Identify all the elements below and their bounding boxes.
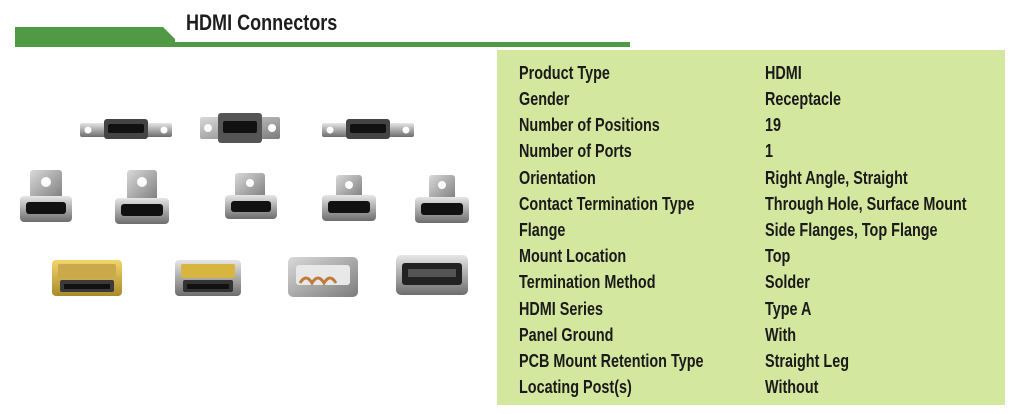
spec-value: Straight Leg — [765, 351, 850, 371]
connector-ra-1 — [20, 170, 72, 222]
spec-value: With — [765, 325, 797, 345]
connector-ra-2 — [115, 170, 169, 224]
spec-label: Mount Location — [519, 246, 627, 266]
connector-row-3 — [52, 255, 468, 297]
spec-label: Termination Method — [519, 272, 656, 292]
connector-ra-3 — [225, 173, 277, 219]
connector-smt-2 — [175, 260, 241, 296]
spec-value: Through Hole, Surface Mount — [765, 194, 967, 214]
spec-label: Number of Positions — [519, 115, 660, 135]
connector-row-2 — [20, 170, 469, 224]
spec-label: Panel Ground — [519, 325, 614, 345]
spec-value: HDMI — [765, 63, 802, 83]
connector-illustration — [20, 113, 469, 297]
spec-value: Top — [765, 246, 791, 266]
connector-flange-2 — [200, 113, 280, 143]
spec-value: Solder — [765, 272, 810, 292]
header-rule — [175, 42, 630, 47]
connector-ra-5 — [415, 175, 469, 223]
connector-smt-3 — [288, 257, 358, 297]
spec-label: HDMI Series — [519, 299, 604, 319]
spec-label: Number of Ports — [519, 141, 632, 161]
spec-label: Product Type — [519, 63, 610, 83]
spec-label: Flange — [519, 220, 566, 240]
spec-panel: Product Type HDMI Gender Receptacle Numb… — [497, 50, 1005, 405]
header-tab-bar — [15, 27, 175, 47]
spec-value: Receptacle — [765, 89, 842, 109]
connector-flange-1 — [80, 119, 172, 139]
spec-value: Side Flanges, Top Flange — [765, 220, 938, 240]
spec-value: 19 — [765, 115, 782, 135]
product-photo — [10, 95, 480, 325]
connector-flange-3 — [322, 119, 414, 139]
page-title: HDMI Connectors — [186, 10, 338, 35]
spec-label: Contact Termination Type — [519, 194, 695, 214]
spec-label: Locating Post(s) — [519, 377, 632, 397]
spec-label: Orientation — [519, 168, 596, 188]
connector-smt-1 — [52, 260, 122, 296]
connector-ra-4 — [322, 175, 376, 221]
spec-label: Gender — [519, 89, 570, 109]
connector-smt-4 — [396, 255, 468, 295]
spec-value: Right Angle, Straight — [765, 168, 908, 188]
connector-row-1 — [80, 113, 414, 143]
spec-value: 1 — [765, 141, 774, 161]
spec-value: Type A — [765, 299, 812, 319]
spec-value: Without — [765, 377, 819, 397]
spec-label: PCB Mount Retention Type — [519, 351, 704, 371]
